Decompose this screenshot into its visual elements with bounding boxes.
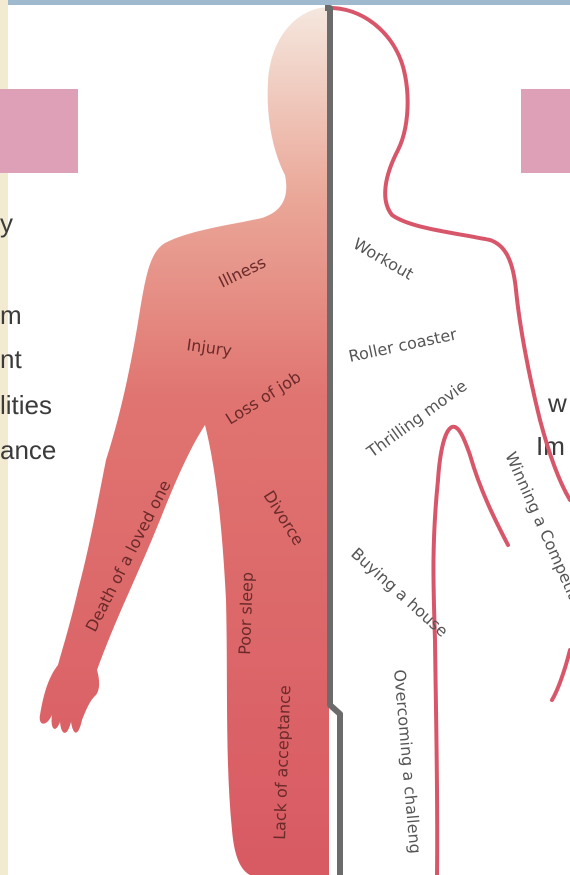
label-thrilling-movie: Thrilling movie — [362, 376, 470, 462]
label-winning-competition: Winning a Competitio — [501, 449, 570, 614]
label-workout: Workout — [350, 234, 417, 284]
right-leg-outline — [433, 427, 508, 875]
label-roller-coaster: Roller coaster — [347, 324, 459, 366]
label-buying-a-house: Buying a house — [347, 544, 452, 641]
label-overcoming-challenge: Overcoming a challeng — [390, 669, 425, 855]
right-body-outline-lower — [552, 650, 570, 700]
label-poor-sleep: Poor sleep — [235, 572, 257, 656]
